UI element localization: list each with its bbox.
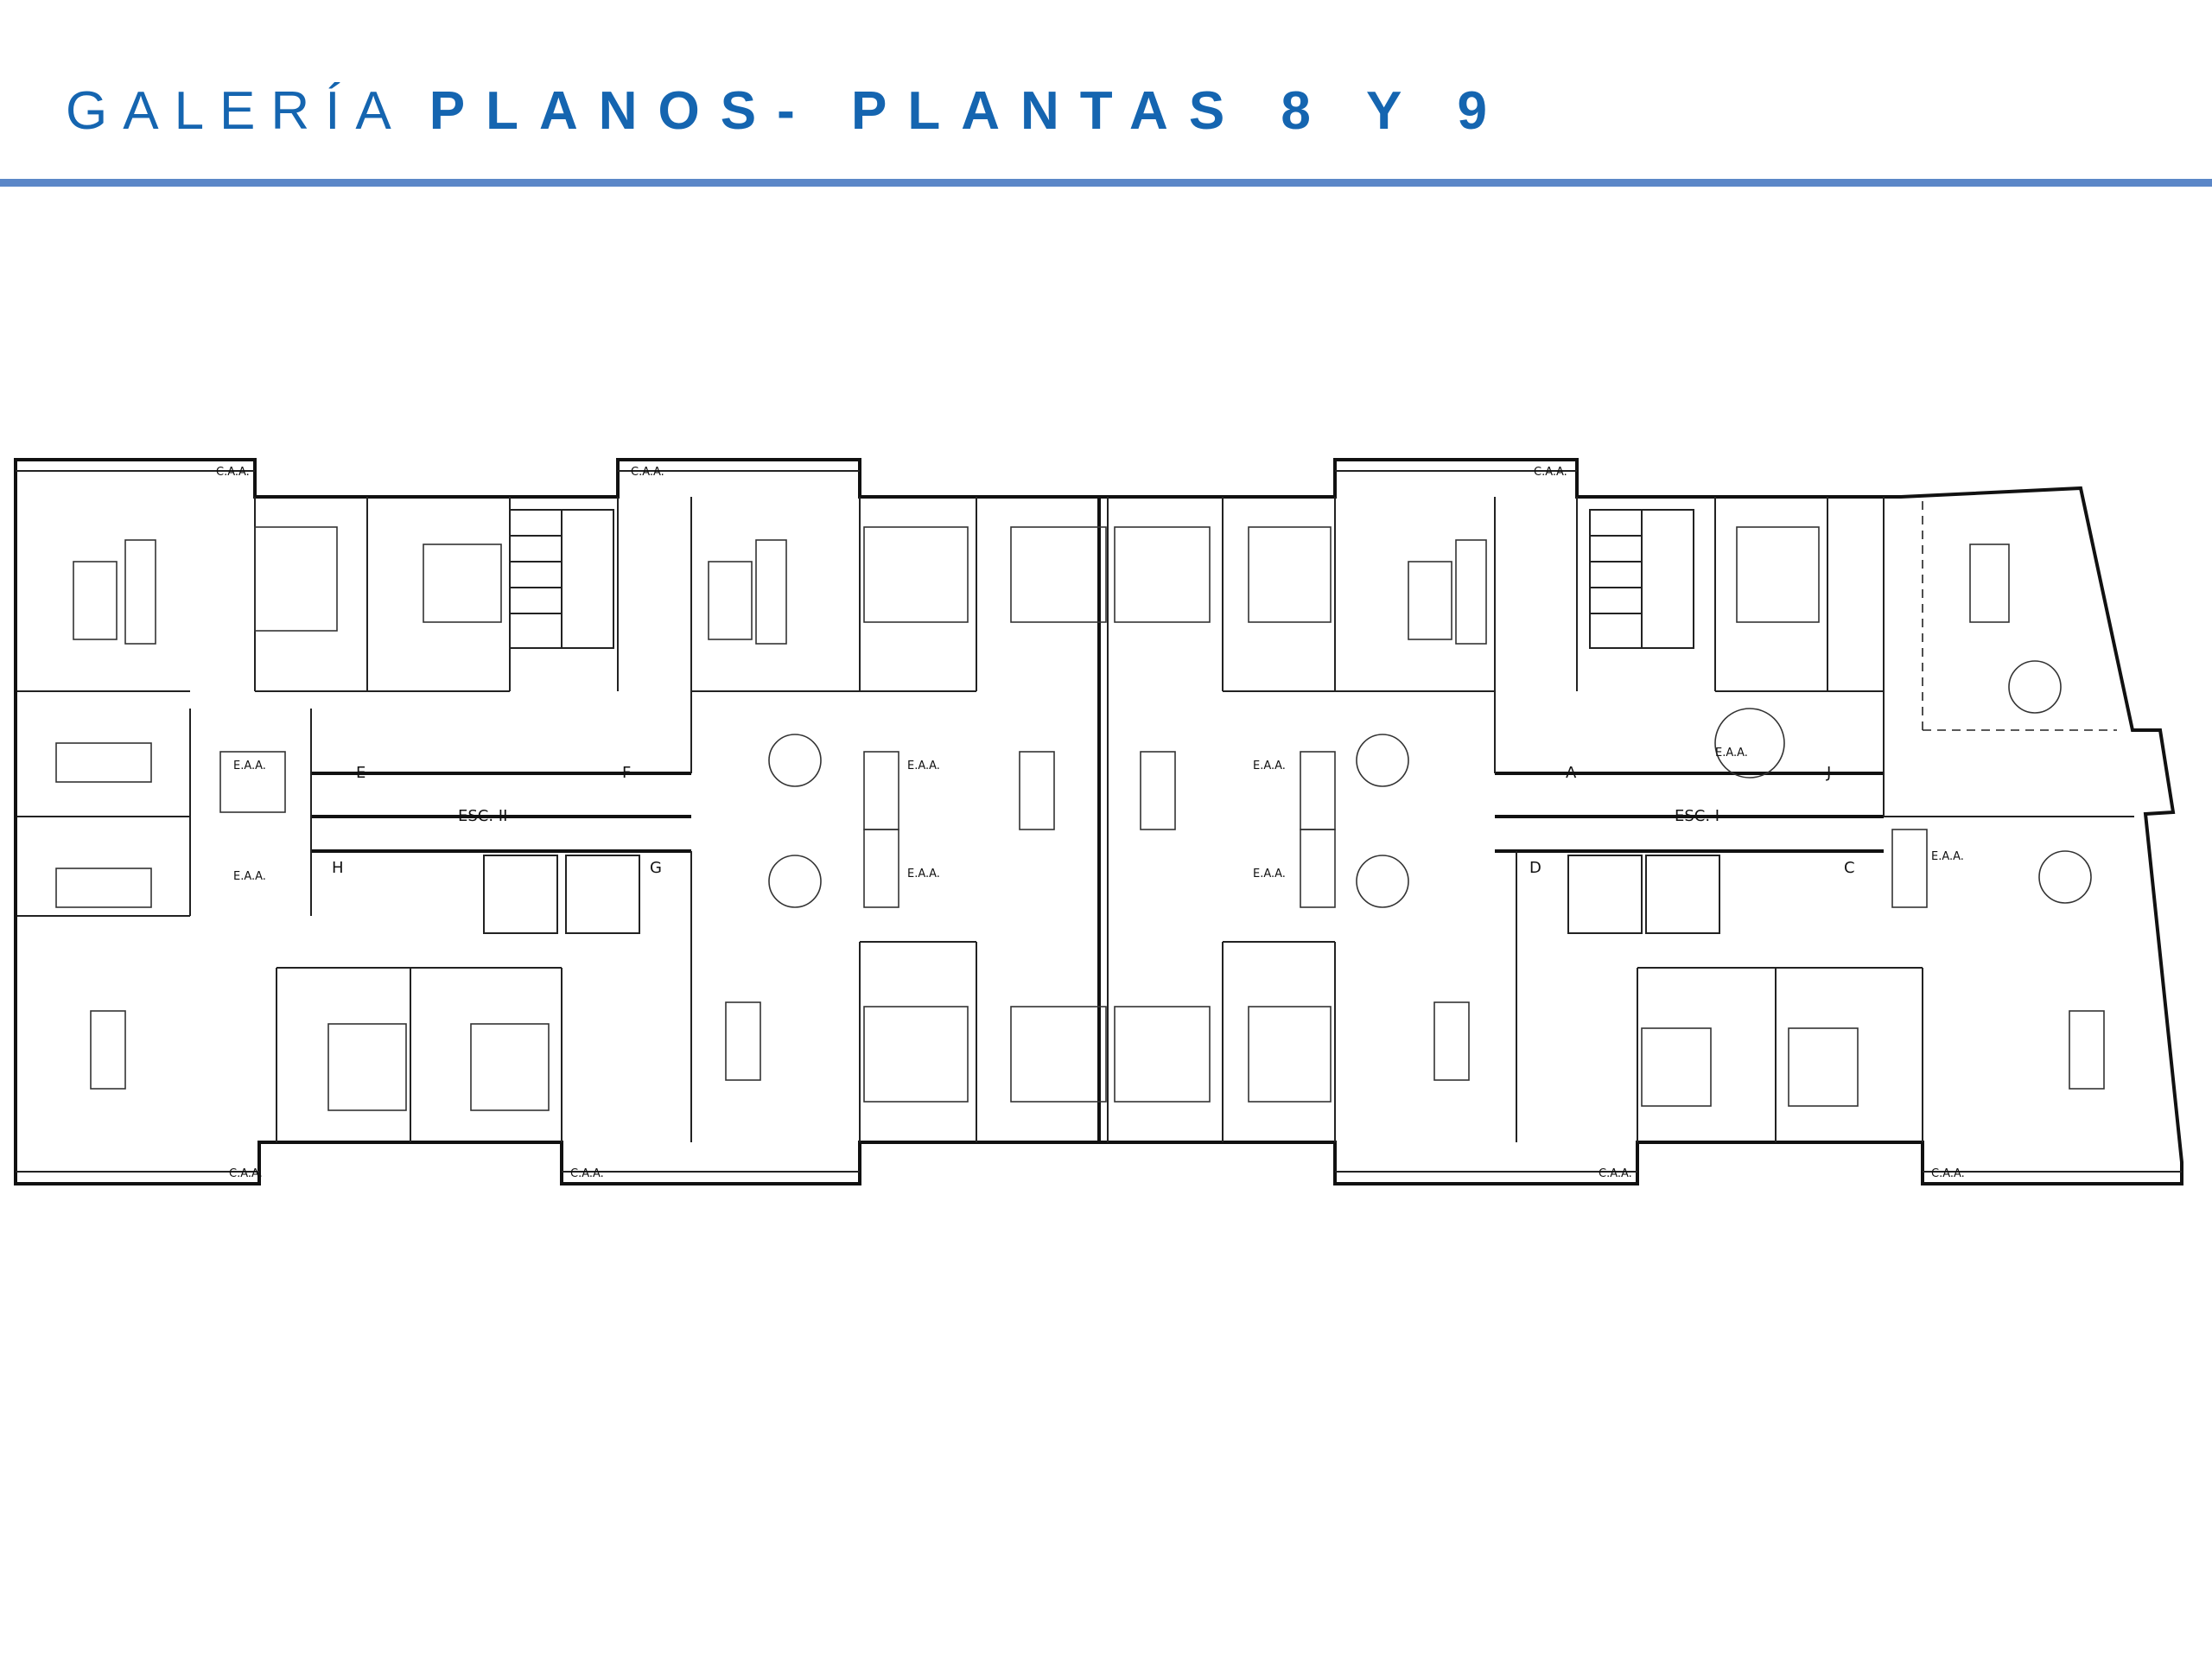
- eaa-label: E.A.A.: [233, 870, 266, 883]
- section-label: GALERÍA: [66, 81, 407, 141]
- stair-label-ii: ESC. II: [458, 807, 507, 825]
- stair-core-i: [1567, 509, 1720, 934]
- caa-label: C.A.A.: [216, 466, 250, 479]
- plan-labels: ESC. II ESC. I E F H G A J D C C.A.A. C.…: [216, 466, 1965, 1180]
- unit-letter-f: F: [622, 764, 631, 782]
- eaa-label: E.A.A.: [233, 760, 266, 772]
- eaa-label: E.A.A.: [1931, 850, 1964, 863]
- eaa-label: E.A.A.: [1715, 747, 1748, 760]
- eaa-label: E.A.A.: [907, 868, 940, 880]
- eaa-label: E.A.A.: [1253, 868, 1286, 880]
- caa-label: C.A.A.: [1534, 466, 1567, 479]
- caa-label: C.A.A.: [1931, 1167, 1965, 1180]
- eaa-label: E.A.A.: [907, 760, 940, 772]
- caa-label: C.A.A.: [229, 1167, 263, 1180]
- unit-letter-e: E: [356, 764, 365, 782]
- eaa-label: E.A.A.: [1253, 760, 1286, 772]
- caa-label: C.A.A.: [570, 1167, 604, 1180]
- unit-letter-a: A: [1566, 764, 1577, 782]
- header-divider: [0, 179, 2212, 187]
- unit-letter-j: J: [1826, 764, 1831, 782]
- stair-label-i: ESC. I: [1675, 807, 1719, 825]
- plan-title: PLANOS- PLANTAS 8 Y 9: [429, 81, 1508, 141]
- caa-label: C.A.A.: [631, 466, 664, 479]
- caa-label: C.A.A.: [1599, 1167, 1632, 1180]
- unit-letter-c: C: [1844, 859, 1855, 877]
- stair-core-ii: [483, 509, 640, 934]
- unit-letter-g: G: [650, 859, 662, 877]
- building-outline: [14, 458, 2183, 1185]
- unit-letter-h: H: [332, 859, 344, 877]
- unit-letter-d: D: [1529, 859, 1541, 877]
- furniture: [55, 526, 2105, 1111]
